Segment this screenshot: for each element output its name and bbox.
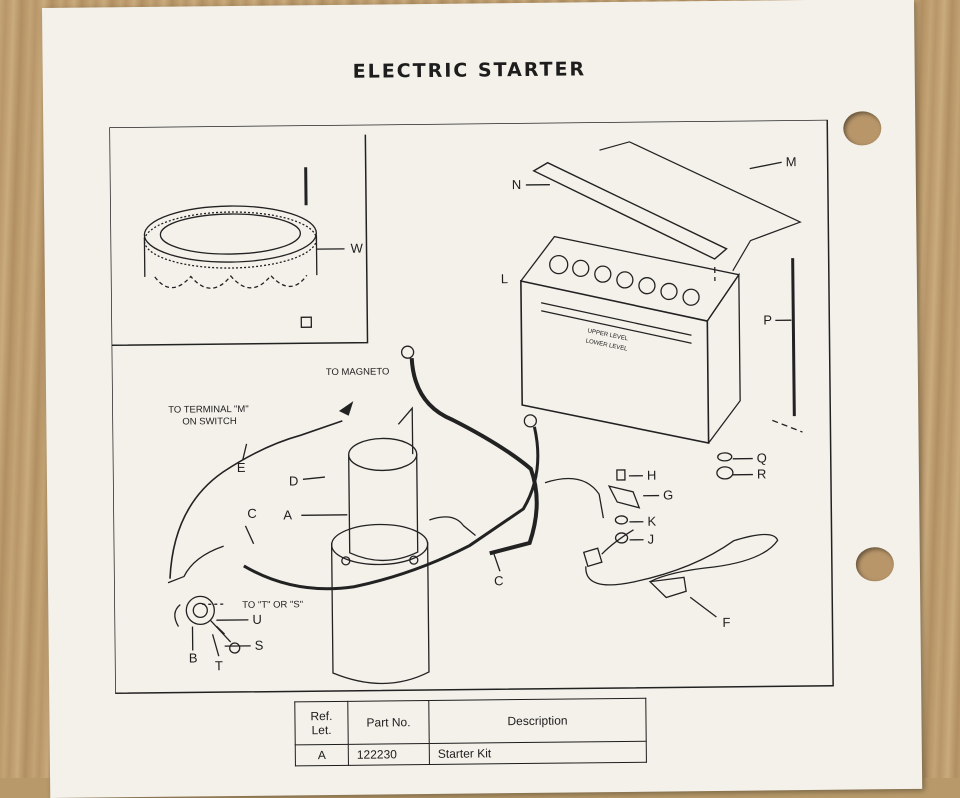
leader-c-left — [245, 526, 253, 544]
washer-q — [718, 453, 732, 461]
ignition-switch — [175, 596, 240, 654]
note-to-t-or-s: TO "T" OR "S" — [242, 599, 303, 611]
magneto-arrow — [340, 403, 352, 415]
header-description: Description — [429, 698, 646, 743]
label-c-right: C — [494, 573, 504, 588]
label-f: F — [722, 615, 730, 630]
leader-f — [690, 597, 716, 617]
label-l: L — [501, 271, 508, 286]
parts-table-header-row: Ref. Let. Part No. Description — [295, 698, 646, 745]
label-u: U — [252, 612, 262, 627]
leader-t — [213, 634, 219, 656]
punch-hole-bottom — [856, 547, 894, 581]
label-n: N — [512, 177, 522, 192]
inset-frame — [109, 135, 367, 346]
battery — [520, 235, 740, 445]
label-d: D — [289, 473, 299, 488]
cell-part-no: 122230 — [348, 743, 429, 765]
label-h: H — [647, 468, 657, 483]
label-m: M — [786, 154, 797, 169]
screw-h — [617, 470, 625, 480]
starter-motor — [330, 408, 429, 684]
nut-r — [717, 467, 733, 479]
label-r: R — [757, 466, 767, 481]
note-to-terminal-2: ON SWITCH — [182, 416, 237, 428]
hold-down-rod — [793, 258, 795, 416]
washer-k — [615, 516, 627, 524]
label-p: P — [763, 312, 772, 327]
label-t: T — [215, 658, 223, 673]
label-k: K — [647, 514, 656, 529]
leader-m — [750, 162, 782, 168]
catalog-page: ELECTRIC STARTER — [42, 0, 922, 798]
electric-starter-diagram: W A D E C C B T U S N M L P H G K J Q R … — [109, 120, 835, 696]
bracket-g — [609, 486, 639, 508]
header-part-no: Part No. — [348, 700, 429, 744]
page-title: ELECTRIC STARTER — [353, 58, 587, 82]
note-to-terminal-1: TO TERMINAL "M" — [168, 404, 249, 416]
label-c-left: C — [247, 506, 257, 521]
note-to-magneto: TO MAGNETO — [326, 366, 390, 378]
leader-d — [303, 477, 325, 479]
label-w: W — [350, 241, 363, 256]
label-e: E — [237, 460, 246, 475]
punch-hole-top — [843, 111, 881, 145]
leader-c-right — [494, 553, 500, 571]
label-q: Q — [757, 450, 767, 465]
label-j: J — [648, 532, 655, 547]
cell-description: Starter Kit — [429, 741, 646, 764]
label-s: S — [255, 638, 264, 653]
label-g: G — [663, 487, 673, 502]
battery-charger — [583, 528, 778, 598]
cell-ref: A — [295, 744, 348, 766]
header-ref-let: Ref. Let. — [295, 701, 348, 745]
wire-e — [168, 421, 344, 579]
label-b: B — [189, 650, 198, 665]
table-row: A 122230 Starter Kit — [295, 741, 646, 766]
parts-table: Ref. Let. Part No. Description A 122230 … — [294, 698, 647, 767]
label-a: A — [283, 507, 292, 522]
battery-strap — [534, 161, 727, 261]
flywheel-ring-gear — [144, 167, 318, 329]
